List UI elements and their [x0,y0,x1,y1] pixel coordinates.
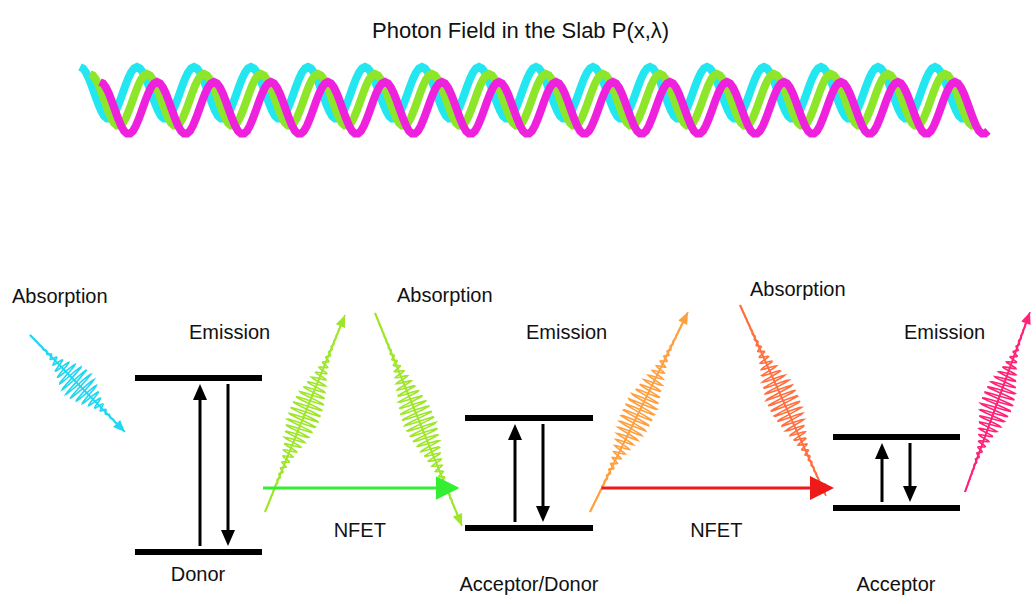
wave-packet [30,335,125,432]
process-label: Emission [189,320,270,344]
transition-arrows [193,384,917,546]
species-label: Acceptor/Donor [457,572,602,596]
energy-level-diagram: Donor [133,370,263,586]
photon-waves [80,67,988,134]
edge-label: NFET [688,518,744,542]
species-label: Donor [133,562,263,586]
process-label: Absorption [750,277,846,301]
species-label: Acceptor [831,572,961,596]
process-label: Emission [904,320,985,344]
wave-packet [265,315,345,512]
wave-packet [375,313,462,526]
diagram-title: Photon Field in the Slab P(x,λ) [372,18,669,44]
arrowhead [1021,312,1030,325]
energy-transfer-arrow [263,487,457,490]
arrowhead [453,513,462,526]
energy-transfer-arrow [601,487,831,490]
energy-level-diagram: Acceptor/Donor [457,410,602,596]
process-label: Absorption [12,284,108,308]
arrowhead [817,483,826,496]
process-label: Absorption [397,283,493,307]
energy-levels [135,378,960,552]
process-label: Emission [526,320,607,344]
wave-packet [740,305,826,496]
arrowhead [113,420,125,432]
sine-wave [100,82,988,134]
edge-label: NFET [332,518,388,542]
wave-packets [30,305,1031,526]
energy-level-diagram: Acceptor [831,430,961,596]
arrowhead [678,312,688,325]
arrowhead [336,315,345,328]
